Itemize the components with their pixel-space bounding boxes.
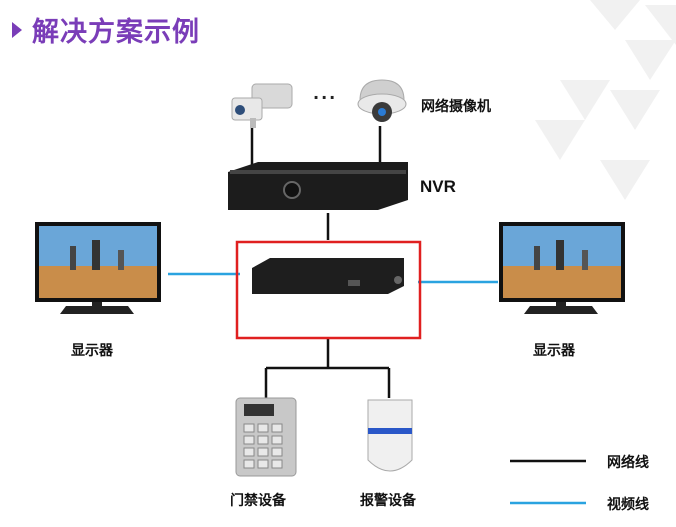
access-control-label: 门禁设备 xyxy=(230,493,286,509)
dome-camera-icon xyxy=(357,79,407,122)
display-right-label: 显示器 xyxy=(533,343,575,359)
access-control-icon xyxy=(235,397,297,477)
monitor-left-icon xyxy=(35,222,161,314)
monitor-right-icon xyxy=(499,222,625,314)
alarm-device-label: 报警设备 xyxy=(360,493,416,509)
nvr-device-icon xyxy=(228,162,408,210)
display-left-label: 显示器 xyxy=(71,343,113,359)
legend-video-label: 视频线 xyxy=(607,497,649,513)
highlight-box xyxy=(235,240,422,340)
alarm-sensor-icon xyxy=(367,399,413,472)
title-arrow-icon xyxy=(12,22,22,38)
nvr-label: NVR xyxy=(420,177,456,196)
bullet-camera-icon xyxy=(231,83,293,128)
legend-network-label: 网络线 xyxy=(607,455,649,471)
network-lines xyxy=(250,126,391,398)
mini-server-icon xyxy=(252,258,404,294)
camera-ellipsis: ··· xyxy=(313,88,338,107)
network-camera-label: 网络摄像机 xyxy=(421,99,491,115)
page-title: 解决方案示例 xyxy=(32,17,200,48)
background-triangles xyxy=(535,0,676,200)
video-lines xyxy=(168,272,498,284)
